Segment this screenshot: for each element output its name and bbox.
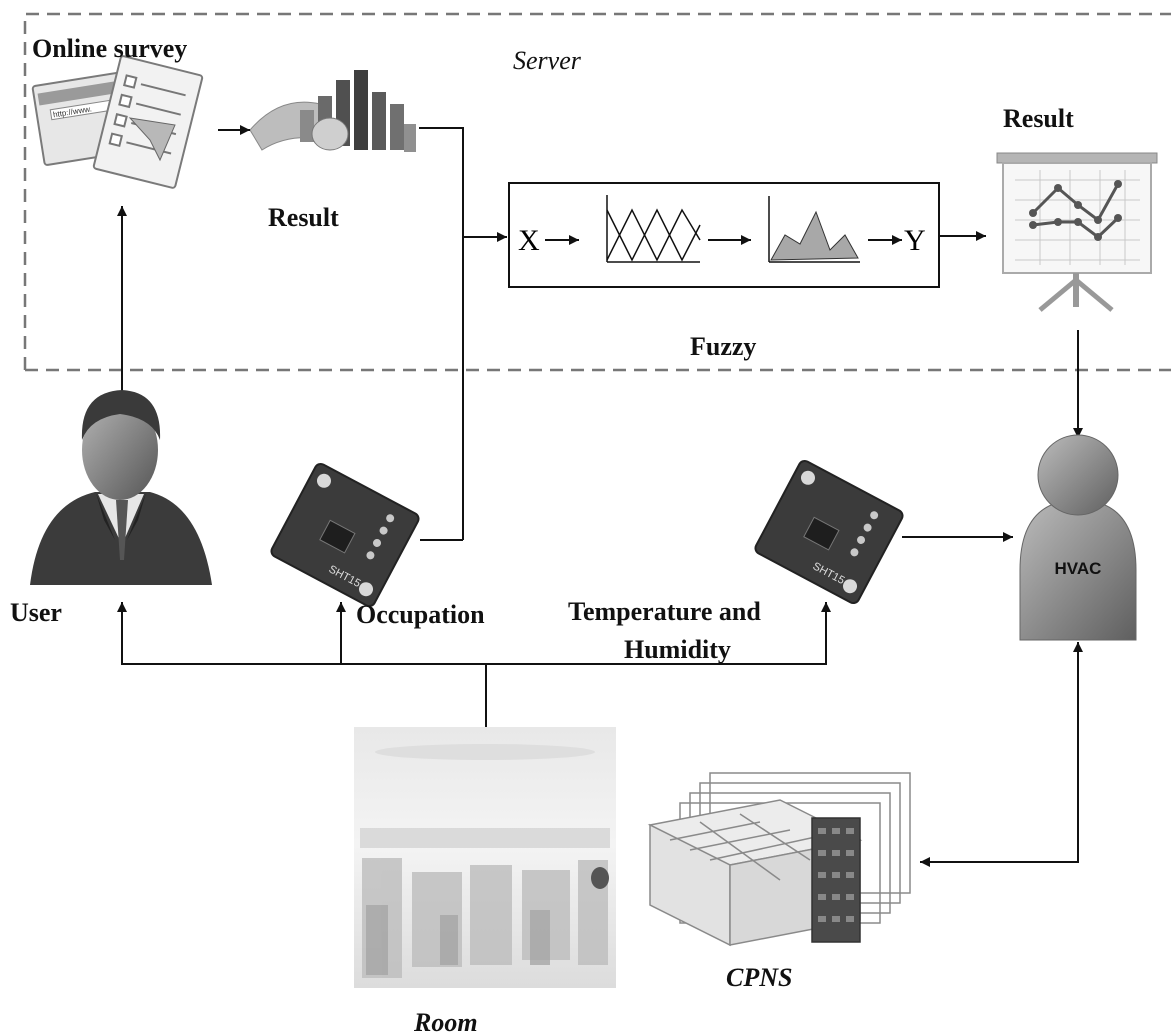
online-survey-icon: http://www. — [31, 55, 204, 189]
result-left-label: Result — [268, 203, 339, 232]
hvac-icon: HVAC — [1019, 434, 1137, 641]
output-distribution-icon — [768, 196, 860, 263]
presentation-board-icon — [996, 152, 1158, 312]
fuzzy-label: Fuzzy — [690, 332, 757, 361]
line-result-to-fuzzy — [419, 127, 464, 540]
occupation-sensor-icon: SHT15 — [270, 462, 420, 608]
fuzzy-box — [508, 182, 940, 288]
room-photo — [354, 727, 616, 988]
line-room-distribution — [117, 602, 831, 665]
result-right-label: Result — [1003, 104, 1074, 133]
cpns-floorplan-icon — [647, 772, 911, 947]
server-boundary — [23, 12, 1171, 372]
temperature-label: Temperature and — [568, 597, 761, 626]
server-label: Server — [513, 46, 581, 75]
online-survey-label: Online survey — [32, 34, 188, 63]
fuzzy-input-x: X — [518, 224, 540, 257]
arrow-hvac-cpns-bidirectional — [920, 642, 1083, 867]
cpns-label: CPNS — [726, 963, 793, 992]
occupation-label: Occupation — [356, 600, 485, 629]
user-icon — [30, 390, 212, 585]
temperature-sensor-icon: SHT15 — [754, 459, 904, 605]
hvac-label: HVAC — [1055, 559, 1102, 578]
humidity-label: Humidity — [624, 635, 731, 664]
fuzzy-output-y: Y — [904, 224, 926, 257]
bar-chart-3d-icon — [249, 70, 416, 152]
room-label: Room — [414, 1008, 478, 1034]
membership-functions-icon — [606, 195, 701, 263]
user-label: User — [10, 598, 62, 627]
